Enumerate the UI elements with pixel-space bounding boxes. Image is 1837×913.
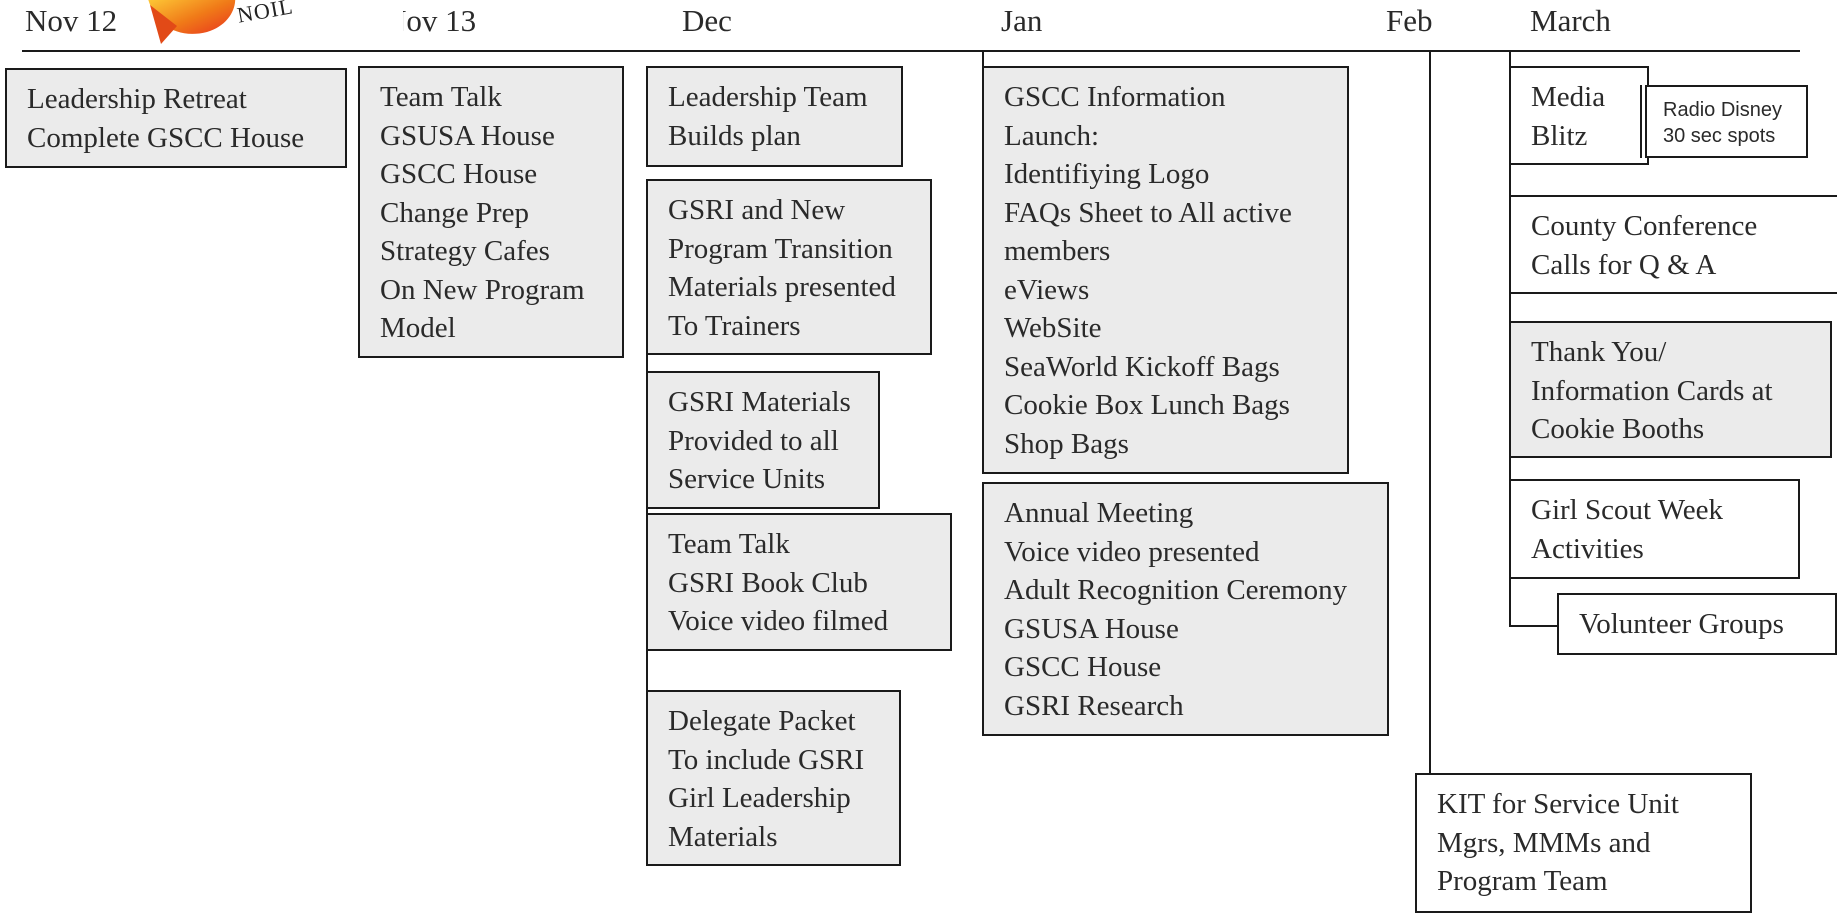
- box-line: Materials: [668, 820, 778, 853]
- box-line: members: [1004, 235, 1111, 267]
- box-line: Calls for Q & A: [1531, 248, 1717, 281]
- feb-connector: [1429, 50, 1431, 774]
- timeline-axis: [22, 50, 1800, 52]
- leadership-retreat-box: Leadership Retreat Complete GSCC House: [5, 68, 347, 168]
- box-line: Program Team: [1437, 865, 1608, 897]
- box-line: Identifiying Logo: [1004, 158, 1210, 190]
- box-line: GSCC House: [1004, 651, 1162, 683]
- media-blitz-box: Media Blitz: [1509, 66, 1649, 165]
- box-line: eViews: [1004, 273, 1090, 306]
- box-line: Girl Scout Week: [1531, 494, 1724, 526]
- month-march: March: [1530, 3, 1611, 38]
- annual-meeting-box: Annual Meeting Voice video presented Adu…: [982, 482, 1389, 736]
- box-line: To Trainers: [668, 309, 801, 342]
- team-talk-nov13-box: Team Talk GSUSA House GSCC House Change …: [358, 66, 624, 358]
- gsri-transition-box: GSRI and New Program Transition Material…: [646, 179, 932, 355]
- box-line: 30 sec spots: [1663, 125, 1776, 147]
- box-line: Blitz: [1531, 119, 1588, 152]
- volunteer-groups-box: Volunteer Groups: [1557, 593, 1837, 655]
- month-dec: Dec: [682, 3, 732, 38]
- box-line: Girl Leadership: [668, 782, 851, 814]
- month-feb: Feb: [1386, 3, 1433, 38]
- box-line: Delegate Packet: [668, 705, 856, 737]
- box-line: Builds plan: [668, 119, 801, 152]
- box-line: Radio Disney: [1663, 99, 1782, 121]
- radio-disney-box: Radio Disney 30 sec spots: [1640, 85, 1808, 158]
- box-line: Launch:: [1004, 119, 1100, 152]
- box-line: Leadership Retreat: [27, 83, 247, 115]
- team-talk-dec-box: Team Talk GSRI Book Club Voice video fil…: [646, 513, 952, 651]
- box-line: GSRI and New: [668, 194, 846, 226]
- box-line: Complete GSCC House: [27, 121, 305, 154]
- box-line: Change Prep: [380, 196, 529, 229]
- gsri-materials-box: GSRI Materials Provided to all Service U…: [646, 371, 880, 509]
- box-line: Materials presented: [668, 271, 896, 303]
- box-line: WebSite: [1004, 312, 1102, 344]
- box-line: Leadership Team: [668, 81, 868, 113]
- box-line: To include GSRI: [668, 743, 865, 776]
- delegate-packet-box: Delegate Packet To include GSRI Girl Lea…: [646, 690, 901, 866]
- box-line: Media: [1531, 81, 1606, 113]
- box-line: Information Cards at: [1531, 374, 1773, 407]
- box-line: GSUSA House: [380, 119, 555, 152]
- box-line: Model: [380, 312, 456, 344]
- box-line: Provided to all: [668, 424, 839, 457]
- box-line: Team Talk: [380, 81, 502, 113]
- box-line: KIT for Service Unit: [1437, 788, 1679, 820]
- box-line: Volunteer Groups: [1579, 608, 1784, 640]
- thank-you-cards-box: Thank You/ Information Cards at Cookie B…: [1509, 321, 1832, 458]
- box-line: Thank You/: [1531, 336, 1667, 368]
- box-line: GSRI Research: [1004, 689, 1184, 722]
- box-line: Mgrs, MMMs and: [1437, 826, 1651, 859]
- month-jan: Jan: [1001, 3, 1043, 38]
- logo-swoosh-icon: [148, 0, 236, 44]
- header-clip: [383, 0, 403, 46]
- month-nov12: Nov 12: [25, 3, 118, 38]
- box-line: Annual Meeting: [1004, 497, 1194, 529]
- box-line: Shop Bags: [1004, 427, 1129, 460]
- box-line: SeaWorld Kickoff Bags: [1004, 350, 1280, 383]
- box-line: GSCC House: [380, 158, 538, 190]
- box-line: Adult Recognition Ceremony: [1004, 574, 1348, 606]
- box-line: GSUSA House: [1004, 612, 1179, 645]
- box-line: GSRI Book Club: [668, 566, 868, 599]
- jan-connector: [982, 50, 984, 68]
- box-line: Activities: [1531, 532, 1644, 565]
- box-line: Voice video presented: [1004, 535, 1260, 568]
- volunteer-connector: [1509, 625, 1559, 627]
- box-line: Strategy Cafes: [380, 235, 550, 267]
- county-conference-box: County Conference Calls for Q & A: [1509, 195, 1837, 294]
- box-line: GSCC Information: [1004, 81, 1226, 113]
- box-line: Program Transition: [668, 232, 893, 265]
- gscc-information-box: GSCC Information Launch: Identifiying Lo…: [982, 66, 1349, 474]
- box-line: Voice video filmed: [668, 605, 889, 637]
- box-line: On New Program: [380, 273, 585, 306]
- box-line: Cookie Box Lunch Bags: [1004, 389, 1290, 421]
- box-line: County Conference: [1531, 210, 1758, 242]
- box-line: Cookie Booths: [1531, 413, 1705, 445]
- box-line: Service Units: [668, 463, 826, 495]
- kit-box: KIT for Service Unit Mgrs, MMMs and Prog…: [1415, 773, 1752, 913]
- box-line: GSRI Materials: [668, 386, 851, 418]
- box-line: FAQs Sheet to All active: [1004, 196, 1292, 229]
- box-line: Team Talk: [668, 528, 790, 560]
- leadership-team-box: Leadership Team Builds plan: [646, 66, 903, 167]
- logo: NOIL: [145, 0, 320, 46]
- girl-scout-week-box: Girl Scout Week Activities: [1509, 479, 1800, 579]
